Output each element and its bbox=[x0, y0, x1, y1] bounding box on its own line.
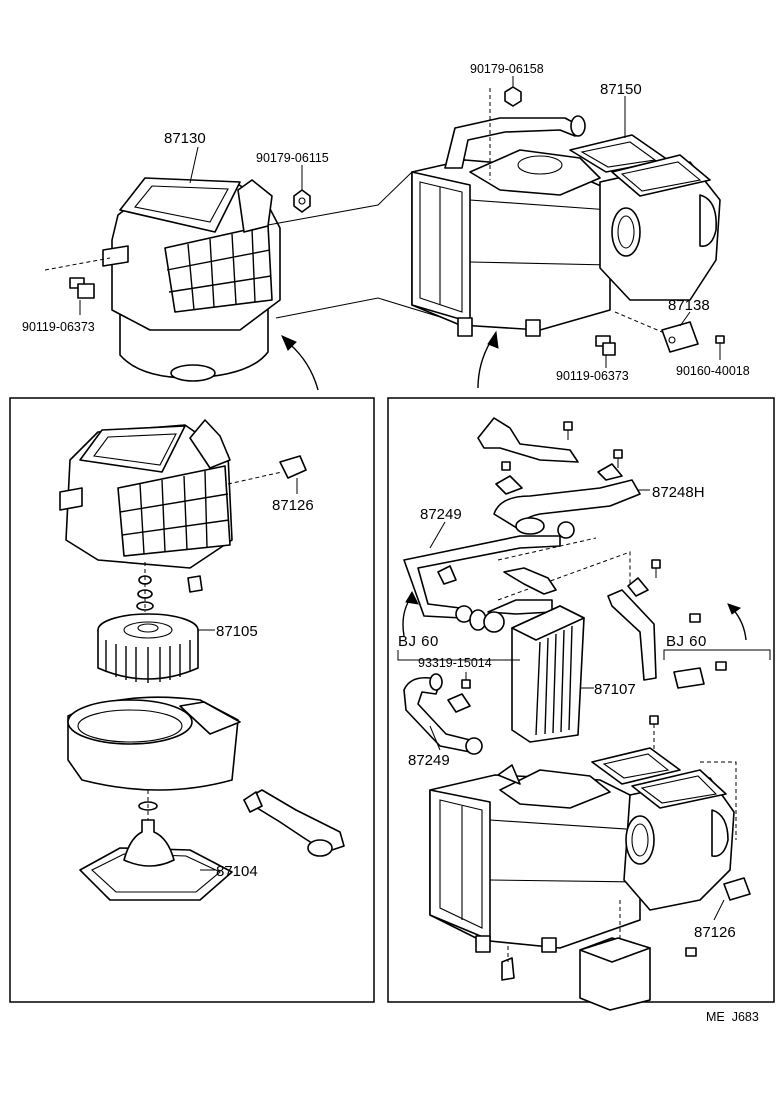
label-90160-40018: 90160-40018 bbox=[676, 364, 750, 378]
screw-icon bbox=[595, 335, 616, 356]
screw-icon bbox=[563, 421, 573, 440]
label-90179-06115: 90179-06115 bbox=[256, 151, 329, 165]
diagram-code: ME J683 bbox=[706, 1010, 759, 1024]
blower-case-lower bbox=[67, 696, 241, 791]
label-bj60-right: BJ 60 bbox=[666, 633, 707, 650]
blower-case-upper bbox=[59, 419, 233, 569]
blower-fan-87105 bbox=[97, 613, 215, 683]
arrowhead-icon bbox=[487, 330, 499, 349]
pipe-bracket bbox=[477, 417, 623, 495]
screw-icon bbox=[651, 559, 661, 578]
label-87130: 87130 bbox=[164, 130, 206, 147]
label-87150: 87150 bbox=[600, 81, 642, 98]
screw-icon bbox=[461, 672, 471, 689]
pipe-87249-lower bbox=[403, 672, 483, 755]
nut-icon bbox=[293, 189, 311, 213]
label-bj60-left: BJ 60 bbox=[398, 633, 439, 650]
label-87249-lower: 87249 bbox=[408, 752, 450, 769]
right-panel-frame bbox=[387, 397, 775, 1003]
screw-icon bbox=[715, 661, 727, 671]
screw-icon bbox=[685, 947, 697, 957]
label-90119-06373-left: 90119-06373 bbox=[22, 320, 95, 334]
screw-icon bbox=[501, 461, 511, 471]
pipe-87249-upper bbox=[403, 521, 561, 631]
heater-unit-lower bbox=[429, 715, 751, 1011]
left-panel-frame bbox=[9, 397, 375, 1003]
assembly-connector-lines bbox=[267, 171, 451, 321]
label-87249-upper: 87249 bbox=[420, 506, 462, 523]
pipe-connector bbox=[483, 567, 557, 633]
label-87126-left: 87126 bbox=[272, 497, 314, 514]
nut-icon bbox=[504, 86, 522, 107]
screw-icon bbox=[613, 449, 623, 468]
part-labels: 87130 90179-06115 90119-06373 90179-0615… bbox=[22, 62, 759, 1024]
heater-unit-87150 bbox=[411, 76, 721, 337]
label-87248H: 87248H bbox=[652, 484, 705, 501]
label-87105: 87105 bbox=[216, 623, 258, 640]
label-87107: 87107 bbox=[594, 681, 636, 698]
hose-87248H bbox=[493, 479, 650, 539]
label-90119-06373-right: 90119-06373 bbox=[556, 369, 629, 383]
clip-87126 bbox=[227, 455, 307, 494]
assembly-guide-lines bbox=[497, 537, 631, 601]
screw-icon bbox=[649, 715, 659, 752]
label-93319-15014: 93319-15014 bbox=[418, 656, 492, 670]
bj60-marker-right bbox=[663, 649, 771, 660]
screw-icon bbox=[69, 277, 95, 299]
washer-stack bbox=[136, 562, 203, 612]
screw-icon bbox=[689, 613, 701, 623]
duct-hose bbox=[243, 789, 345, 857]
heater-core-87107 bbox=[511, 605, 594, 743]
bracket-87138 bbox=[595, 311, 725, 368]
screw-icon bbox=[715, 335, 725, 360]
label-87104: 87104 bbox=[216, 863, 258, 880]
label-87138: 87138 bbox=[668, 297, 710, 314]
label-87126-right: 87126 bbox=[694, 924, 736, 941]
blower-assembly-87130 bbox=[44, 146, 311, 382]
blower-motor-87104 bbox=[79, 790, 233, 901]
bj60-marker-left bbox=[397, 650, 520, 661]
arrowhead-icon bbox=[281, 335, 297, 351]
support-bracket bbox=[607, 559, 727, 689]
label-90179-06158: 90179-06158 bbox=[470, 62, 544, 76]
arrowhead-icon bbox=[405, 590, 419, 605]
arrowhead-icon bbox=[727, 603, 742, 615]
